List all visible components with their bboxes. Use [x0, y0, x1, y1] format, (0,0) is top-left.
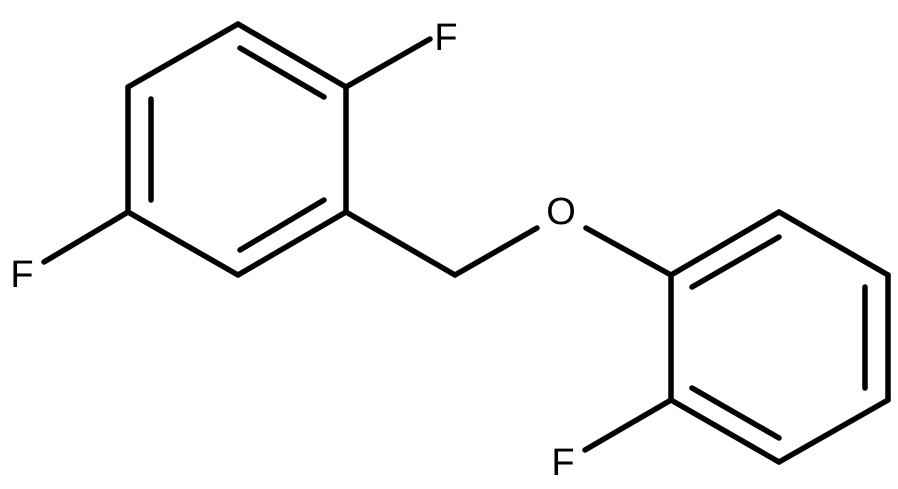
double-bond-inner: [237, 197, 327, 253]
double-bond-inner: [689, 234, 782, 290]
bond: [235, 21, 349, 90]
right-benzene-ring: [668, 209, 891, 465]
oxygen-atom: O: [546, 191, 576, 233]
bond: [776, 209, 891, 278]
bond: [235, 209, 349, 278]
bond: [668, 209, 782, 278]
bond: [125, 21, 241, 90]
fluorine-atom-bottom: F: [551, 442, 574, 484]
bond: [668, 397, 782, 465]
left-benzene-ring: [125, 21, 349, 278]
double-bond-inner: [689, 385, 782, 441]
bond-to-f-left: [41, 209, 131, 265]
bond-ch2: [343, 209, 458, 278]
bond: [125, 209, 241, 278]
bond: [776, 397, 891, 465]
fluorine-atom-top: F: [434, 17, 457, 59]
bond-ch2-o: [452, 225, 540, 278]
bond-o-ring: [583, 225, 674, 278]
bond-to-f-top: [343, 36, 433, 90]
double-bond-inner: [237, 45, 327, 100]
fluorine-atom-left: F: [10, 254, 33, 296]
bond-to-f-bottom: [582, 397, 674, 453]
